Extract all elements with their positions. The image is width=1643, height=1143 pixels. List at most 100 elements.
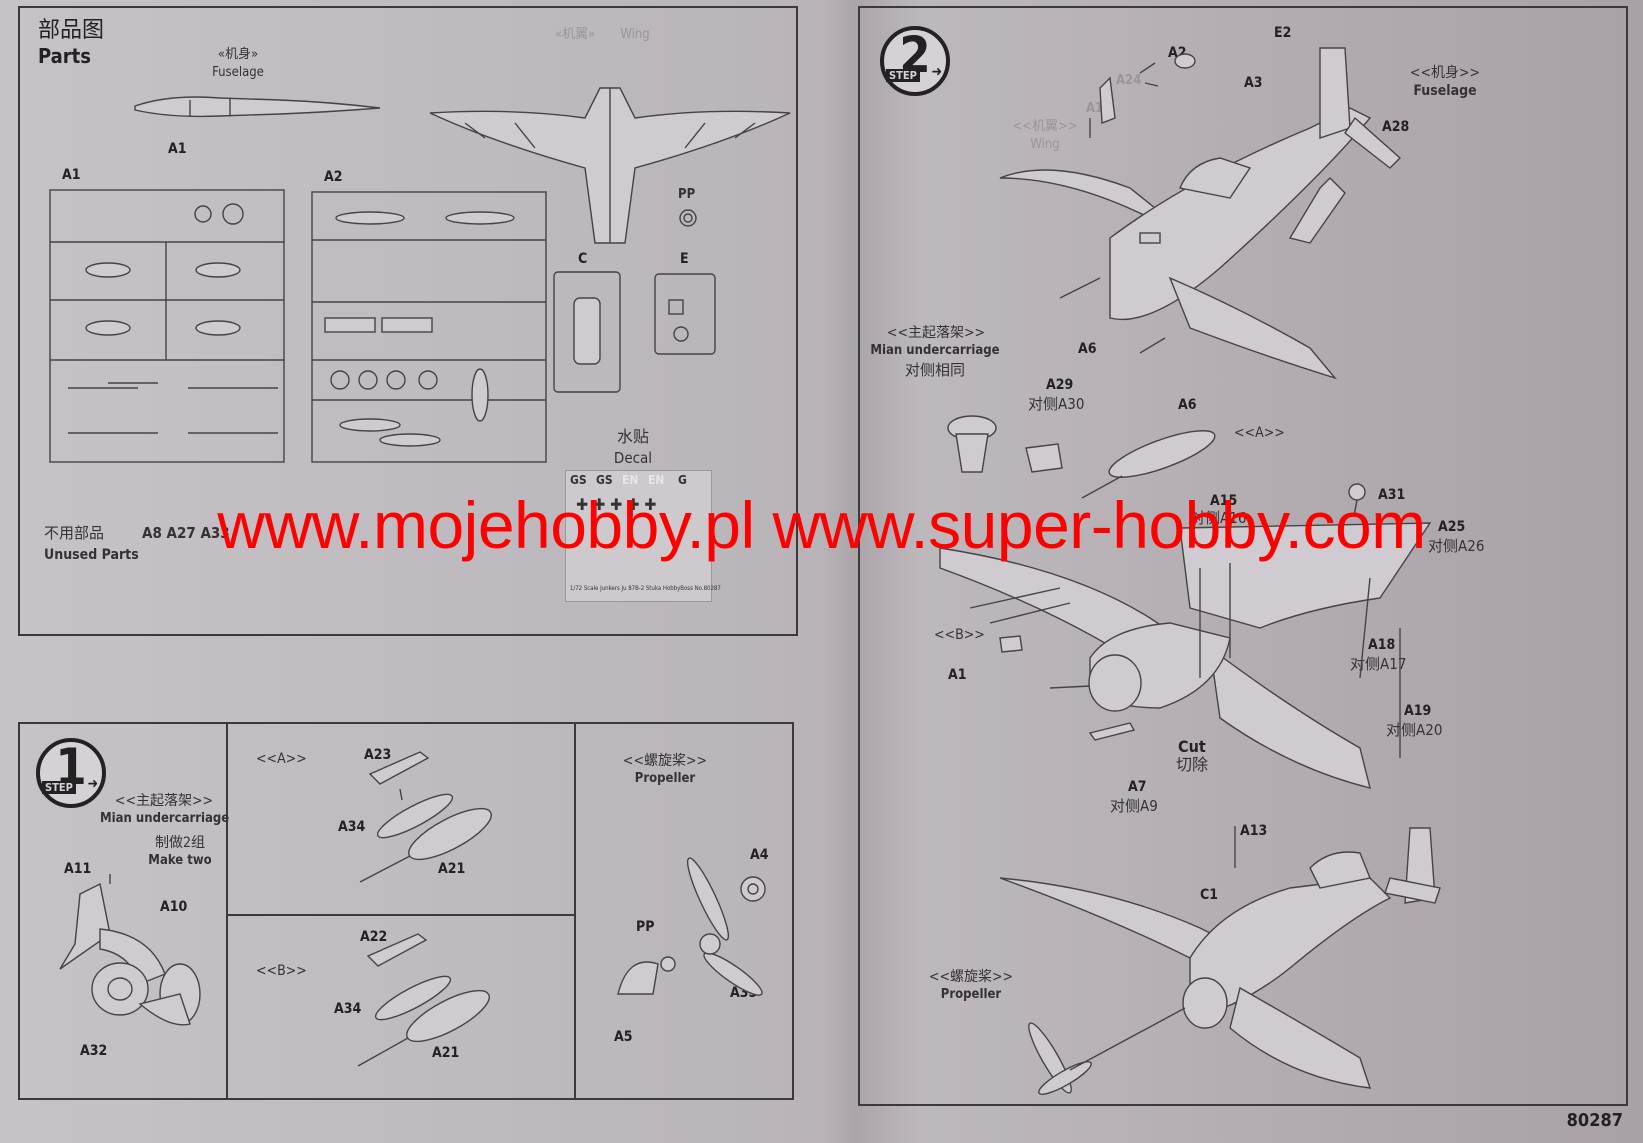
sprue-e-label: E — [680, 251, 689, 267]
step1-a-part-a34: A34 — [338, 819, 366, 835]
step2-prop-en: Propeller — [940, 987, 1002, 1002]
step2-part-a25-note: 对侧A26 — [1428, 537, 1485, 555]
step1-a-part-a21: A21 — [438, 861, 466, 877]
step2-wing-cn: <<机翼>> — [1012, 119, 1078, 134]
step2-part-a18-note: 对侧A17 — [1350, 655, 1407, 673]
step2-sub-b: <<B>> — [934, 627, 985, 643]
step1-gear-cn: <<主起落架>> — [114, 793, 214, 809]
step1-divider-2 — [574, 722, 576, 1100]
sprue-c-frame — [553, 271, 621, 393]
parts-title-en: Parts — [38, 44, 91, 68]
step1-panel: 1 STEP ➜ <<主起落架>> Mian undercarriage 制做2… — [18, 722, 794, 1100]
aircraft-final-assembly-drawing — [999, 826, 1441, 1095]
step1-b-part-a22: A22 — [360, 929, 388, 945]
step1-divider-3 — [226, 914, 576, 916]
step1-part-a10: A10 — [160, 899, 188, 915]
pp-part-drawing — [679, 209, 697, 227]
step2-part-a1: A1 — [948, 667, 967, 683]
step2-part-a25: A25 — [1438, 519, 1466, 535]
fuselage-part-number: A1 — [168, 141, 187, 157]
step2-badge: 2 STEP ➜ — [880, 26, 950, 96]
step2-fuselage-cn: <<机身>> — [1409, 65, 1481, 81]
step1-prop-pp: PP — [636, 919, 655, 935]
step1-badge: 1 STEP ➜ — [36, 738, 106, 808]
propeller-drawing — [617, 857, 766, 996]
sprue-a1-frame — [49, 189, 285, 463]
step2-part-a19: A19 — [1404, 703, 1432, 719]
arrow-icon: ➜ — [931, 64, 942, 80]
decal-gs-2: GS — [596, 473, 613, 487]
parts-title-cn: 部品图 — [38, 18, 105, 43]
step1-part-a11: A11 — [64, 861, 92, 877]
step1-gear-en: Mian undercarriage — [100, 811, 230, 826]
parts-panel: 部品图 Parts «机身» Fuselage A1 «机翼» Wing A1 … — [18, 6, 798, 636]
step2-cut-cn: 切除 — [1176, 755, 1209, 774]
step2-part-a24: A24 — [1116, 73, 1142, 88]
bomb-a-drawing — [359, 751, 492, 883]
aircraft-middle-assembly-drawing — [939, 522, 1432, 789]
step2-fuselage-en: Fuselage — [1413, 83, 1477, 99]
step2-part-a6-right: A6 — [1178, 397, 1197, 413]
step2-part-a18: A18 — [1368, 637, 1396, 653]
wing-label-cn: «机翼» — [554, 27, 596, 42]
bomb-b-drawing — [357, 933, 490, 1067]
step2-panel: 2 STEP ➜ <<机身>> Fuselage <<机翼>> Wing A2 … — [858, 6, 1628, 1106]
step2-prop-cn: <<螺旋桨>> — [928, 969, 1014, 985]
step2-gear-note: 对侧相同 — [904, 361, 965, 379]
step2-part-a15: A15 — [1210, 493, 1238, 509]
step2-part-a29-note: 对侧A30 — [1028, 395, 1085, 413]
decal-label-cn: 水贴 — [616, 427, 649, 446]
step1-make-cn: 制做2组 — [154, 835, 205, 851]
decal-footer: 1/72 Scale Junkers Ju 87B-2 Stuka HobbyB… — [570, 585, 721, 592]
step2-bomb-a-drawing — [1081, 430, 1216, 499]
unused-parts-cn: 不用部品 — [44, 524, 105, 542]
unused-parts-en: Unused Parts — [44, 547, 139, 563]
step1-b-part-a21: A21 — [432, 1045, 460, 1061]
decal-en-2: EN — [648, 473, 665, 487]
sprue-a2-label: A2 — [324, 169, 343, 185]
step2-part-a7-note: 对侧A9 — [1110, 797, 1158, 815]
step2-part-a13: A13 — [1240, 823, 1268, 839]
step2-part-a29: A29 — [1046, 377, 1074, 393]
fuselage-label-en: Fuselage — [212, 65, 264, 80]
step1-prop-cn: <<螺旋桨>> — [622, 753, 708, 769]
watermark: www.mojehobby.pl www.super-hobby.com — [217, 488, 1426, 562]
step2-cut-en: Cut — [1178, 737, 1206, 756]
step2-part-a31: A31 — [1378, 487, 1406, 503]
step2-part-a15-note: 对侧A16 — [1190, 509, 1247, 527]
step2-gear-cn: <<主起落架>> — [886, 325, 986, 341]
decal-sheet: GS GS EN EN G ✚ ✚ ✚ ✚ ✚ 1/72 Scale Junke… — [565, 470, 721, 602]
step1-sub-a-label: <<A>> — [256, 751, 307, 767]
sprue-a2-frame — [311, 191, 547, 463]
decal-gs-1: GS — [570, 473, 587, 487]
fuselage-label-cn: «机身» — [217, 47, 259, 62]
step1-prop-a5: A5 — [614, 1029, 633, 1045]
step2-a29-drawing — [1025, 443, 1063, 473]
decal-g: G — [678, 473, 687, 487]
step2-main-gear-drawing — [947, 415, 997, 473]
sprue-c-label: C — [578, 251, 588, 267]
step2-part-a7: A7 — [1128, 779, 1147, 795]
wing-label-en: Wing — [620, 27, 650, 42]
step1-prop-a4: A4 — [750, 847, 769, 863]
step2-part-e2: E2 — [1274, 25, 1292, 41]
wing-part-drawing — [429, 87, 791, 244]
step1-a-part-a23: A23 — [364, 747, 392, 763]
step2-part-c1: C1 — [1200, 887, 1219, 903]
step2-part-a6-left: A6 — [1078, 341, 1097, 357]
step1-word: STEP — [42, 781, 76, 794]
step2-wing-en: Wing — [1030, 137, 1060, 152]
decal-label-en: Decal — [613, 449, 653, 467]
step2-sub-a: <<A>> — [1234, 425, 1285, 441]
step1-make-en: Make two — [148, 853, 212, 868]
decal-crosses: ✚ ✚ ✚ ✚ ✚ — [576, 495, 657, 514]
sprue-e-frame — [654, 273, 716, 355]
main-gear-drawing — [59, 874, 201, 1026]
step1-divider-1 — [226, 722, 228, 1100]
step1-sub-b-label: <<B>> — [256, 963, 307, 979]
product-code: 80287 — [1566, 1110, 1623, 1131]
step2-gear-en: Mian undercarriage — [870, 343, 1000, 358]
step1-b-part-a34: A34 — [334, 1001, 362, 1017]
step1-part-a32: A32 — [80, 1043, 108, 1059]
step2-a31-drawing — [1348, 483, 1366, 517]
